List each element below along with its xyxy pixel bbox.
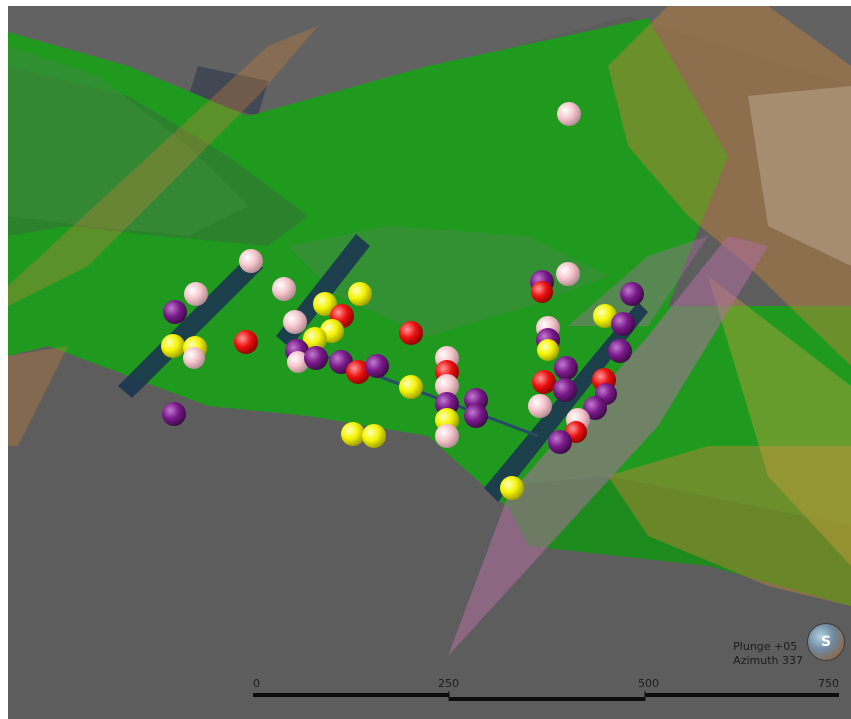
sample-sphere <box>557 102 581 126</box>
sample-sphere <box>556 262 580 286</box>
plunge-text: Plunge +05 <box>733 640 798 653</box>
sample-sphere <box>346 360 370 384</box>
sample-sphere <box>608 339 632 363</box>
scale-bar-graphic <box>253 691 839 701</box>
sample-sphere <box>593 304 617 328</box>
green-surface-lower <box>498 476 851 606</box>
sample-sphere <box>399 321 423 345</box>
scale-label-750: 750 <box>818 677 839 690</box>
sample-sphere <box>435 374 459 398</box>
sample-sphere <box>287 351 309 373</box>
pink-plane <box>448 236 768 656</box>
sample-sphere <box>162 402 186 426</box>
sample-sphere <box>184 282 208 306</box>
drillhole-1 <box>118 256 263 398</box>
sample-sphere <box>500 476 524 500</box>
sample-sphere <box>528 394 552 418</box>
sample-sphere <box>464 404 488 428</box>
3d-viewport[interactable]: Plunge +05 Azimuth 337 S <box>8 6 851 719</box>
orange-plane-right-low <box>608 446 851 606</box>
scale-bar: 0 250 500 750 <box>253 677 839 707</box>
sample-sphere <box>348 282 372 306</box>
orange-plane-left-low <box>8 346 68 446</box>
sample-sphere <box>234 330 258 354</box>
sample-sphere <box>611 312 635 336</box>
sample-sphere <box>532 370 556 394</box>
sample-sphere <box>183 347 205 369</box>
sample-sphere <box>435 424 459 448</box>
scale-label-0: 0 <box>253 677 260 690</box>
sample-sphere <box>161 334 185 358</box>
sample-sphere <box>399 375 423 399</box>
scale-bar-segment <box>645 693 839 697</box>
sample-sphere <box>303 327 327 351</box>
orientation-globe-icon[interactable]: S <box>807 623 845 661</box>
dark-block <box>188 66 268 116</box>
sample-sphere <box>163 300 187 324</box>
sample-sphere <box>272 277 296 301</box>
scale-bar-segment <box>253 693 449 697</box>
sample-sphere <box>313 292 337 316</box>
scale-bar-segment <box>449 697 645 701</box>
green-mesh-mid <box>288 226 608 336</box>
sample-sphere <box>548 430 572 454</box>
sample-sphere <box>239 249 263 273</box>
sample-sphere <box>362 424 386 448</box>
sample-sphere <box>553 378 577 402</box>
sample-sphere <box>304 346 328 370</box>
scale-label-500: 500 <box>638 677 659 690</box>
sample-sphere <box>365 354 389 378</box>
sample-sphere <box>554 356 578 380</box>
scale-label-250: 250 <box>438 677 459 690</box>
sample-sphere <box>283 310 307 334</box>
sample-spheres <box>161 102 644 500</box>
sample-sphere <box>620 282 644 306</box>
sample-sphere <box>341 422 365 446</box>
green-hill-left <box>8 46 248 236</box>
orange-plane-left <box>8 26 318 306</box>
drillhole-3 <box>484 302 648 502</box>
orange-plane-right <box>608 6 851 366</box>
orange-plane-lower-right <box>708 276 851 566</box>
compass-glyph: S <box>820 634 832 650</box>
azimuth-text: Azimuth 337 <box>733 654 803 667</box>
sample-sphere <box>583 396 607 420</box>
pink-plane-top <box>568 236 708 326</box>
sample-sphere <box>537 339 559 361</box>
scene-canvas[interactable] <box>8 6 851 719</box>
orientation-readout: Plunge +05 Azimuth 337 <box>733 640 803 668</box>
sample-sphere <box>531 281 553 303</box>
pale-plane <box>748 86 851 266</box>
